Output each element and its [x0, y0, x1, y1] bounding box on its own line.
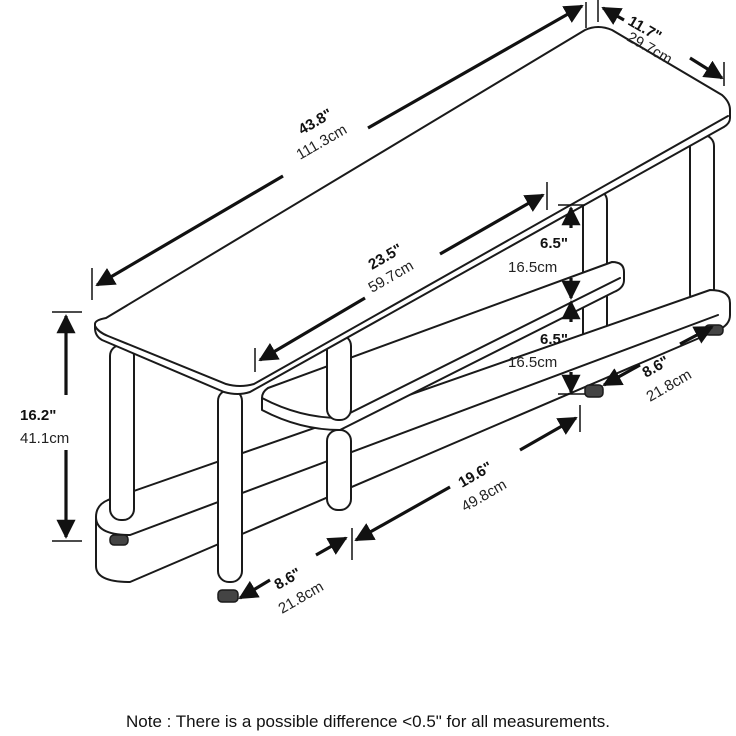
lower-clearance-inch: 6.5"	[540, 331, 568, 348]
lower-clearance-cm: 16.5cm	[508, 354, 557, 371]
bottom-foot-front-left	[217, 589, 239, 603]
front-left-leg	[109, 344, 135, 521]
dim-left-overhang: 8.6" 21.8cm	[238, 536, 348, 617]
upper-clearance-inch: 6.5"	[540, 235, 568, 252]
front-middle-leg-lower	[326, 429, 352, 511]
height-cm: 41.1cm	[20, 430, 69, 447]
upper-clearance-cm: 16.5cm	[508, 259, 557, 276]
bottom-foot-front-right	[584, 384, 604, 398]
front-left-leg-lower	[217, 389, 243, 583]
dim-upper-clearance: 6.5" 16.5cm	[508, 204, 585, 300]
measurement-note: Note : There is a possible difference <0…	[125, 712, 611, 731]
dim-height: 16.2" 41.1cm	[20, 311, 82, 542]
height-inch: 16.2"	[20, 407, 56, 424]
back-right-leg	[689, 134, 715, 306]
top-shelf	[94, 26, 731, 395]
dim-lower-clearance: 6.5" 16.5cm	[508, 300, 585, 395]
bottom-foot-left-back	[109, 534, 129, 546]
bottom-shelf	[95, 289, 731, 603]
